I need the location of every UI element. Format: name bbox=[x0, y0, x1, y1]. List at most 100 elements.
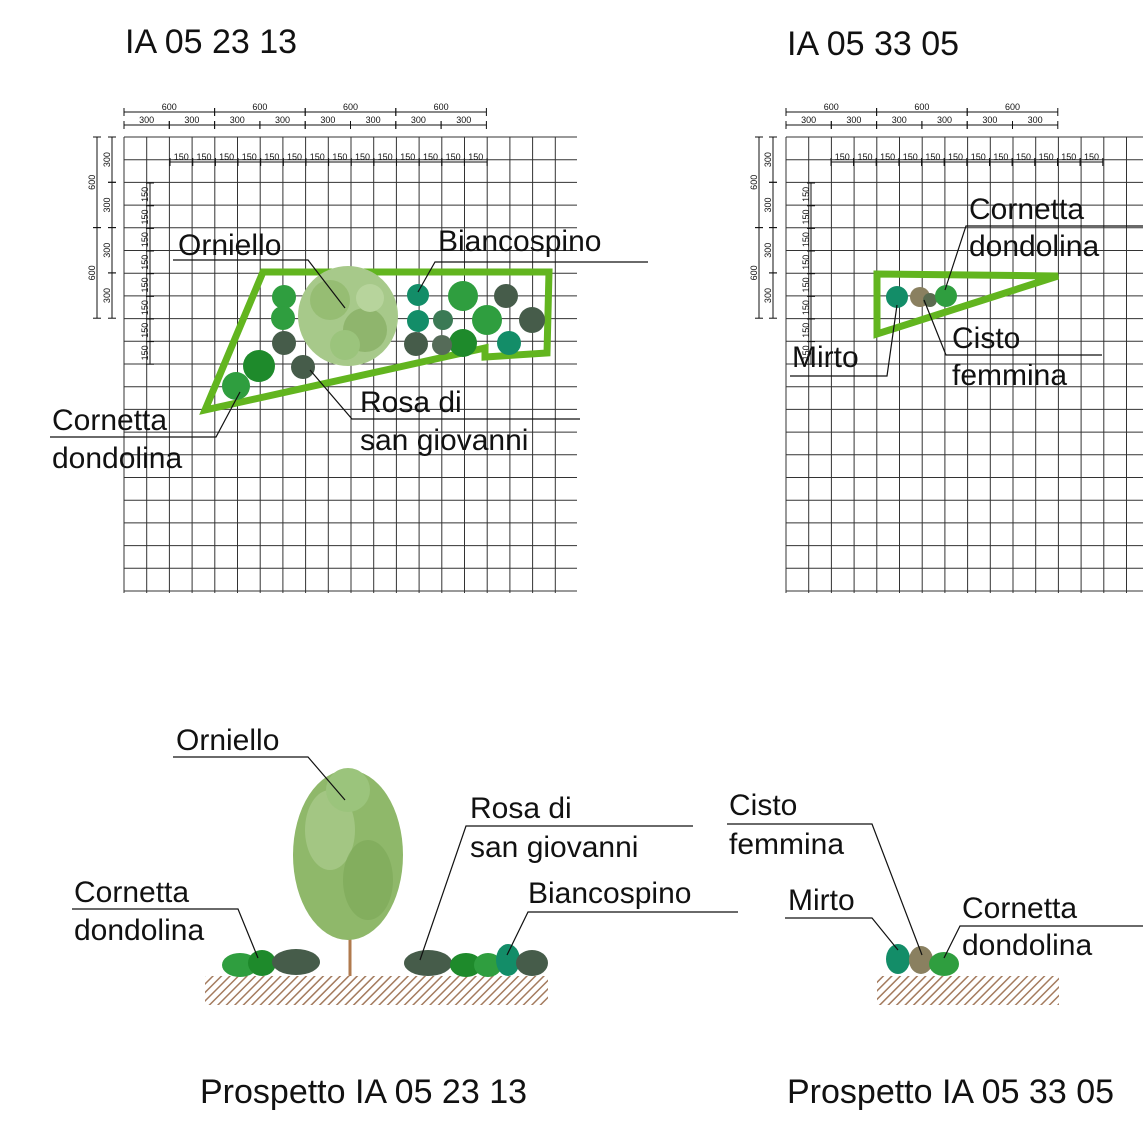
orniello-plan-symbol bbox=[298, 266, 398, 366]
plan-a-dim-150-5: 150 bbox=[287, 152, 302, 162]
plan-b-planting-area bbox=[873, 270, 1060, 339]
plan-b-vdim-150-0: 150 bbox=[801, 187, 811, 202]
shrubs-elevation-a bbox=[222, 944, 548, 977]
plan-a-dim-300-1: 300 bbox=[184, 115, 199, 125]
plan-b-vdim-600-0: 600 bbox=[749, 175, 759, 190]
plan-a-dim-600-0: 600 bbox=[162, 102, 177, 112]
plan-a-vdim-300-2: 300 bbox=[102, 243, 112, 258]
plan-a-title: IA 05 23 13 bbox=[125, 23, 297, 61]
plan-a-dim-150-10: 150 bbox=[400, 152, 415, 162]
plan-a-dim-150-11: 150 bbox=[423, 152, 438, 162]
plan-a-dim-150-13: 150 bbox=[468, 152, 483, 162]
plan-b-dim-150-11: 150 bbox=[1084, 152, 1099, 162]
plan-b-dim-600-1: 600 bbox=[914, 102, 929, 112]
plan-b-label-cornetta-1: Cornetta bbox=[969, 193, 1084, 226]
plan-a-label-rosa-2: san giovanni bbox=[360, 424, 528, 457]
elevation-a: Orniello Rosa di san giovanni Biancospin… bbox=[72, 724, 738, 1111]
plan-a-vdim-300-0: 300 bbox=[102, 152, 112, 167]
plan-b-dim-150-2: 150 bbox=[880, 152, 895, 162]
plan-b-vdim-150-6: 150 bbox=[801, 323, 811, 338]
plan-b-label-cisto-1: Cisto bbox=[952, 322, 1020, 355]
plan-b-vdim-150-3: 150 bbox=[801, 255, 811, 270]
plan-b-dim-150-8: 150 bbox=[1016, 152, 1031, 162]
plan-b-dim-300-0: 300 bbox=[801, 115, 816, 125]
plan-b-dim-300-1: 300 bbox=[846, 115, 861, 125]
elev-a-label-cornetta-1: Cornetta bbox=[74, 876, 189, 909]
elev-a-caption: Prospetto IA 05 23 13 bbox=[200, 1073, 527, 1111]
plan-b-dim-150-7: 150 bbox=[993, 152, 1008, 162]
plan-a-dim-150-8: 150 bbox=[355, 152, 370, 162]
plan-b-vdim-600-1: 600 bbox=[749, 265, 759, 280]
plan-b-vdim-150-1: 150 bbox=[801, 209, 811, 224]
mirto-plan-symbol bbox=[886, 286, 908, 308]
plan-a-vdim-150-6: 150 bbox=[140, 323, 150, 338]
plan-b-dim-300-2: 300 bbox=[892, 115, 907, 125]
plan-a-label-cornetta-2: dondolina bbox=[52, 442, 182, 475]
plan-a-dim-150-1: 150 bbox=[196, 152, 211, 162]
plan-b-dim-600-0: 600 bbox=[824, 102, 839, 112]
plan-a-vdim-150-4: 150 bbox=[140, 277, 150, 292]
rosa-plan-symbols bbox=[272, 284, 545, 379]
elev-b-label-cisto-1: Cisto bbox=[729, 789, 797, 822]
plan-b-dim-300-4: 300 bbox=[982, 115, 997, 125]
plan-b-label-mirto: Mirto bbox=[792, 341, 859, 374]
plan-a-dim-300-7: 300 bbox=[456, 115, 471, 125]
plan-b-dim-300-5: 300 bbox=[1028, 115, 1043, 125]
plan-a-dim-150-12: 150 bbox=[446, 152, 461, 162]
plan-b-vdim-150-5: 150 bbox=[801, 300, 811, 315]
mirto-elevation bbox=[886, 944, 910, 974]
cornetta-dondolina-plan-symbols bbox=[222, 281, 502, 400]
plan-a-vdim-150-7: 150 bbox=[140, 345, 150, 360]
biancospino-plan-symbols bbox=[407, 284, 521, 355]
plan-b-grid bbox=[785, 136, 1143, 593]
elev-a-label-biancospino: Biancospino bbox=[528, 877, 691, 910]
plan-a-label-rosa-1: Rosa di bbox=[360, 386, 462, 419]
plan-b-dim-150-10: 150 bbox=[1061, 152, 1076, 162]
plan-a-dim-150-9: 150 bbox=[378, 152, 393, 162]
plan-a-dim-150-7: 150 bbox=[332, 152, 347, 162]
plan-a-label-orniello: Orniello bbox=[178, 229, 281, 262]
plan-b-dim-150-3: 150 bbox=[903, 152, 918, 162]
plan-b-vdim-150-7: 150 bbox=[801, 345, 811, 360]
plan-a-vdim-150-5: 150 bbox=[140, 300, 150, 315]
plan-a-dim-150-6: 150 bbox=[310, 152, 325, 162]
plan-b-label-cisto-2: femmina bbox=[952, 359, 1067, 392]
plan-b-dim-150-6: 150 bbox=[971, 152, 986, 162]
plan-b: IA 05 33 05 600 600 600 300 300 300 300 300 300 1… bbox=[749, 25, 1143, 593]
plan-a-vdim-150-0: 150 bbox=[140, 187, 150, 202]
elev-b-label-cornetta-2: dondolina bbox=[962, 929, 1092, 962]
plan-a-vdim-150-1: 150 bbox=[140, 209, 150, 224]
elevation-b: Cisto femmina Mirto Cornetta dondolina P… bbox=[727, 789, 1143, 1111]
elev-a-label-rosa-2: san giovanni bbox=[470, 831, 638, 864]
plan-b-dim-300-3: 300 bbox=[937, 115, 952, 125]
plan-a-dim-300-0: 300 bbox=[139, 115, 154, 125]
plan-a-vdim-150-2: 150 bbox=[140, 232, 150, 247]
plan-b-title: IA 05 33 05 bbox=[787, 25, 959, 63]
plan-b-label-cornetta-2: dondolina bbox=[969, 230, 1099, 263]
plan-b-dim-150-1: 150 bbox=[857, 152, 872, 162]
plan-b-dim-600-2: 600 bbox=[1005, 102, 1020, 112]
plan-a-dim-150-4: 150 bbox=[264, 152, 279, 162]
plan-a-vdim-600-1: 600 bbox=[87, 265, 97, 280]
orniello-elevation bbox=[293, 768, 403, 976]
plan-a-vdim-300-3: 300 bbox=[102, 288, 112, 303]
plan-b-vdim-150-2: 150 bbox=[801, 232, 811, 247]
plan-a-label-cornetta-1: Cornetta bbox=[52, 404, 167, 437]
plan-b-vdim-300-3: 300 bbox=[763, 288, 773, 303]
plan-b-dim-150-9: 150 bbox=[1039, 152, 1054, 162]
plan-b-dimensions: 600 600 600 300 300 300 300 300 300 150 150 150 150 1… bbox=[749, 102, 1104, 365]
cisto-elevation bbox=[909, 946, 933, 974]
plan-b-vdim-300-2: 300 bbox=[763, 243, 773, 258]
elev-a-label-cornetta-2: dondolina bbox=[74, 914, 204, 947]
plan-a-dim-150-2: 150 bbox=[219, 152, 234, 162]
elev-b-label-cisto-2: femmina bbox=[729, 828, 844, 861]
ground-hatch-b bbox=[877, 976, 1059, 1005]
plan-a-dim-600-3: 600 bbox=[434, 102, 449, 112]
plan-a-dim-300-3: 300 bbox=[275, 115, 290, 125]
plan-a-vdim-600-0: 600 bbox=[87, 175, 97, 190]
elev-b-caption: Prospetto IA 05 33 05 bbox=[787, 1073, 1114, 1111]
plan-a-dim-150-0: 150 bbox=[174, 152, 189, 162]
plan-b-dim-150-0: 150 bbox=[835, 152, 850, 162]
